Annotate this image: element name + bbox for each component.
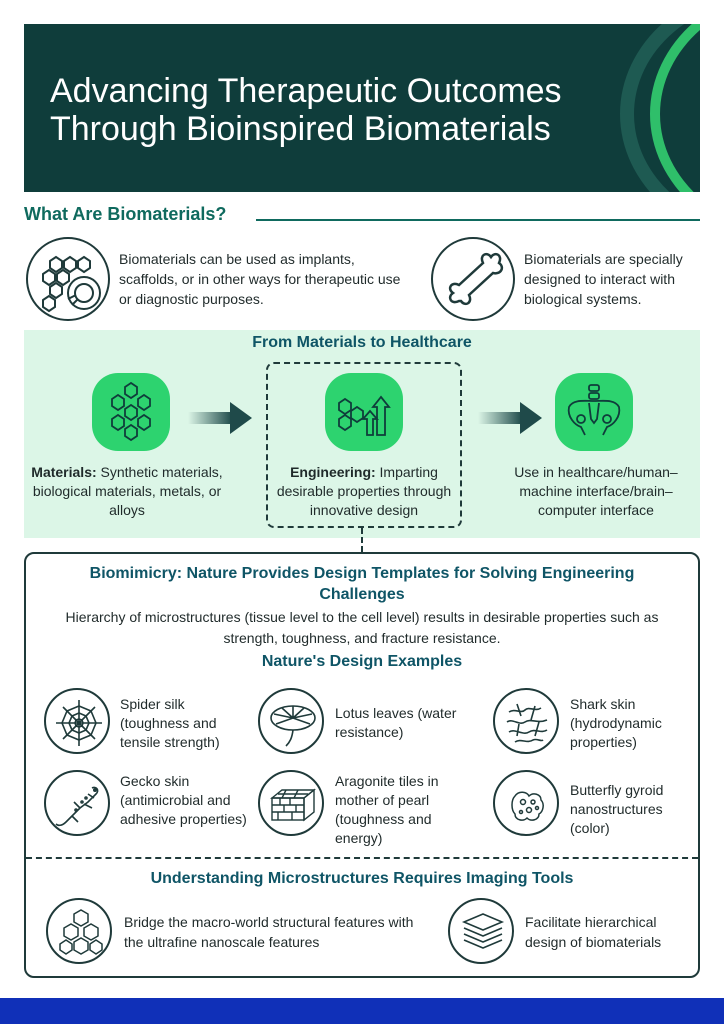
- example-shark-skin: Shark skin (hydrodynamic properties): [570, 696, 662, 750]
- honeycomb-icon: [46, 898, 112, 964]
- engineering-arrows-icon: [325, 373, 403, 451]
- header-banner: Advancing Therapeutic Outcomes Through B…: [24, 24, 700, 192]
- flow-arrow-right-icon-2: [478, 402, 542, 434]
- flow-desc-materials: Synthetic materials, biological material…: [32, 464, 223, 518]
- flow-label-engineering: Engineering:: [290, 464, 376, 480]
- bone-icon: [431, 237, 515, 321]
- imaging-text-hierarchical: Facilitate hierarchical design of biomat…: [525, 914, 662, 950]
- biomimicry-title: Biomimicry: Nature Provides Design Templ…: [89, 565, 635, 603]
- flow-arrow-right-icon: [188, 402, 252, 434]
- shark-skin-icon: [493, 688, 559, 754]
- pelvis-icon: [555, 373, 633, 451]
- flow-text-materials: Materials: Synthetic materials, biologic…: [30, 463, 224, 520]
- section-divider: [256, 219, 700, 221]
- aragonite-tiles-icon: [258, 770, 324, 836]
- footer-bar: [0, 998, 724, 1024]
- intro-text-interact: Biomaterials are specially designed to i…: [524, 251, 683, 307]
- header-decoration-arc-green: [650, 24, 700, 192]
- inner-dashed-divider: [26, 857, 698, 859]
- imaging-text-bridge: Bridge the macro-world structural featur…: [124, 914, 414, 950]
- example-spider-silk: Spider silk (toughness and tensile stren…: [120, 696, 220, 750]
- example-butterfly-gyroid: Butterfly gyroid nanostructures (color): [570, 782, 664, 836]
- flow-label-materials: Materials:: [31, 464, 97, 480]
- lotus-leaf-icon: [258, 688, 324, 754]
- example-gecko-skin: Gecko skin (antimicrobial and adhesive p…: [120, 773, 247, 827]
- flow-text-engineering: Engineering: Imparting desirable propert…: [272, 463, 456, 520]
- engineering-highlight-box: [266, 362, 462, 528]
- flow-desc-engineering: Imparting desirable properties through i…: [276, 464, 452, 518]
- gecko-icon: [44, 770, 110, 836]
- page-title: Advancing Therapeutic Outcomes Through B…: [50, 72, 562, 148]
- section-heading-what-are: What Are Biomaterials?: [24, 204, 227, 224]
- example-aragonite-tiles: Aragonite tiles in mother of pearl (toug…: [335, 773, 439, 846]
- gyroid-icon: [493, 770, 559, 836]
- intro-text-implants: Biomaterials can be used as implants, sc…: [119, 251, 401, 307]
- flow-text-healthcare: Use in healthcare/human–machine interfac…: [514, 464, 678, 518]
- examples-title: Nature's Design Examples: [261, 653, 463, 670]
- layers-icon: [448, 898, 514, 964]
- spider-web-icon: [44, 688, 110, 754]
- biomimicry-box: [24, 552, 700, 978]
- biomimicry-description: Hierarchy of microstructures (tissue lev…: [65, 609, 659, 646]
- hexagon-scaffold-icon: [26, 237, 110, 321]
- dashed-connector: [361, 528, 363, 552]
- imaging-title: Understanding Microstructures Requires I…: [150, 870, 574, 887]
- healthcare-panel-title: From Materials to Healthcare: [252, 334, 472, 351]
- example-lotus-leaves: Lotus leaves (water resistance): [335, 705, 457, 740]
- molecule-hexagon-icon: [92, 373, 170, 451]
